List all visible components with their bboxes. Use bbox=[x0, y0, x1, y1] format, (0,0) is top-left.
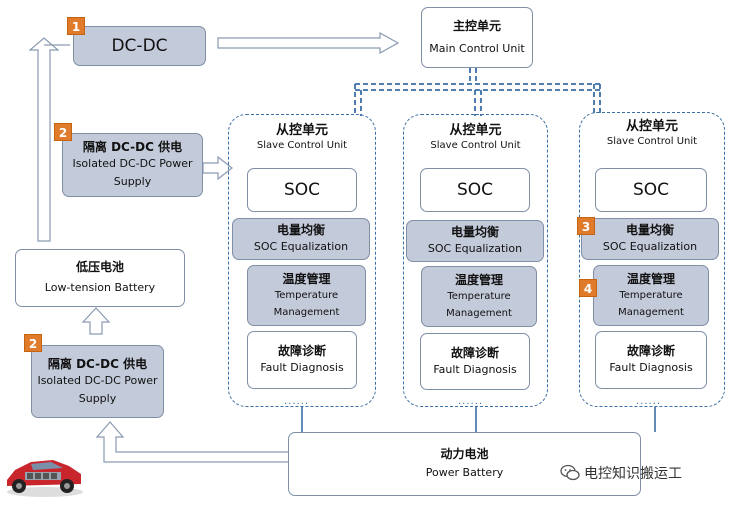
slave-control-unit: 从控单元 Slave Control Unit bbox=[579, 112, 725, 407]
step-badge: 3 bbox=[577, 217, 595, 235]
temp-en-2: Management bbox=[273, 306, 340, 318]
soc-label: SOC bbox=[456, 180, 494, 200]
eq-en: SOC Equalization bbox=[602, 240, 698, 253]
soc-box: SOC bbox=[247, 168, 357, 212]
soc-equalization: 电量均衡 SOC Equalization bbox=[581, 218, 719, 260]
step-badge: 4 bbox=[579, 279, 597, 297]
slave-cn: 从控单元 bbox=[625, 119, 678, 134]
main-unit-en: Main Control Unit bbox=[429, 41, 525, 55]
soc-box: SOC bbox=[420, 168, 530, 212]
fault-diagnosis: 故障诊断 Fault Diagnosis bbox=[595, 331, 707, 389]
temp-en-2: Management bbox=[618, 306, 684, 318]
isolated-en-1: Isolated DC-DC Power bbox=[37, 373, 158, 387]
soc-box: SOC bbox=[595, 168, 707, 212]
power-battery-cn: 动力电池 bbox=[440, 447, 489, 461]
soc-label: SOC bbox=[283, 180, 321, 200]
ellipsis-dots: ...... bbox=[458, 396, 484, 407]
fault-diagnosis: 故障诊断 Fault Diagnosis bbox=[420, 333, 530, 390]
isolated-dcdc-top: 隔离 DC-DC 供电 Isolated DC-DC Power Supply bbox=[62, 133, 203, 197]
temp-cn: 温度管理 bbox=[282, 271, 331, 286]
dcdc-box: DC-DC bbox=[73, 26, 206, 66]
ellipsis-dots: ...... bbox=[284, 396, 310, 407]
dcdc-label: DC-DC bbox=[111, 36, 168, 56]
temperature-management: 温度管理 Temperature Management bbox=[421, 266, 537, 327]
fault-en: Fault Diagnosis bbox=[433, 362, 517, 376]
temp-en-2: Management bbox=[446, 307, 512, 319]
slave-control-unit: 从控单元 Slave Control Unit bbox=[228, 114, 376, 407]
isolated-en-1: Isolated DC-DC Power bbox=[72, 157, 193, 170]
eq-en: SOC Equalization bbox=[253, 240, 349, 253]
soc-equalization: 电量均衡 SOC Equalization bbox=[232, 218, 370, 260]
eq-en: SOC Equalization bbox=[427, 242, 523, 255]
wechat-icon bbox=[560, 464, 580, 481]
temp-en-1: Temperature bbox=[619, 289, 683, 301]
watermark-text: 电控知识搬运工 bbox=[584, 466, 682, 482]
power-battery: 动力电池 Power Battery bbox=[288, 432, 641, 496]
temperature-management: 温度管理 Temperature Management bbox=[247, 265, 366, 326]
step-badge: 1 bbox=[67, 17, 85, 35]
fault-cn: 故障诊断 bbox=[277, 344, 326, 358]
power-battery-en: Power Battery bbox=[425, 466, 504, 479]
soc-label: SOC bbox=[632, 180, 670, 200]
fault-diagnosis: 故障诊断 Fault Diagnosis bbox=[247, 331, 357, 389]
slave-cn: 从控单元 bbox=[275, 123, 328, 138]
slave-en: Slave Control Unit bbox=[430, 140, 521, 151]
isolated-dcdc-bottom: 隔离 DC-DC 供电 Isolated DC-DC Power Supply bbox=[31, 345, 164, 418]
ellipsis-dots: ...... bbox=[636, 396, 662, 407]
main-control-unit: 主控单元 Main Control Unit bbox=[421, 7, 533, 68]
temp-en-1: Temperature bbox=[274, 289, 339, 301]
slave-cn: 从控单元 bbox=[449, 123, 502, 138]
battery-cn: 低压电池 bbox=[75, 260, 124, 274]
watermark: 电控知识搬运工 bbox=[560, 463, 682, 483]
step-badge: 2 bbox=[54, 123, 72, 141]
eq-cn: 电量均衡 bbox=[276, 223, 325, 237]
isolated-cn: 隔离 DC-DC 供电 bbox=[47, 356, 148, 371]
temp-cn: 温度管理 bbox=[626, 271, 675, 286]
isolated-en-2: Supply bbox=[113, 175, 152, 188]
fault-en: Fault Diagnosis bbox=[609, 361, 693, 374]
fault-cn: 故障诊断 bbox=[626, 344, 675, 358]
slave-control-unit: 从控单元 Slave Control Unit bbox=[403, 114, 548, 407]
main-unit-cn: 主控单元 bbox=[452, 18, 501, 33]
slave-en: Slave Control Unit bbox=[256, 140, 348, 151]
slave-en: Slave Control Unit bbox=[606, 136, 698, 147]
fault-en: Fault Diagnosis bbox=[260, 361, 344, 374]
temp-cn: 温度管理 bbox=[454, 272, 503, 287]
step-badge: 2 bbox=[24, 334, 42, 352]
temperature-management: 温度管理 Temperature Management bbox=[593, 265, 709, 326]
eq-cn: 电量均衡 bbox=[450, 225, 499, 239]
eq-cn: 电量均衡 bbox=[625, 223, 674, 237]
low-tension-battery: 低压电池 Low-tension Battery bbox=[15, 249, 185, 307]
soc-equalization: 电量均衡 SOC Equalization bbox=[406, 220, 544, 262]
temp-en-1: Temperature bbox=[447, 290, 511, 302]
isolated-en-2: Supply bbox=[78, 391, 117, 405]
car-cutaway-icon bbox=[7, 460, 83, 497]
fault-cn: 故障诊断 bbox=[450, 345, 499, 360]
battery-en: Low-tension Battery bbox=[44, 281, 156, 294]
isolated-cn: 隔离 DC-DC 供电 bbox=[82, 140, 183, 154]
